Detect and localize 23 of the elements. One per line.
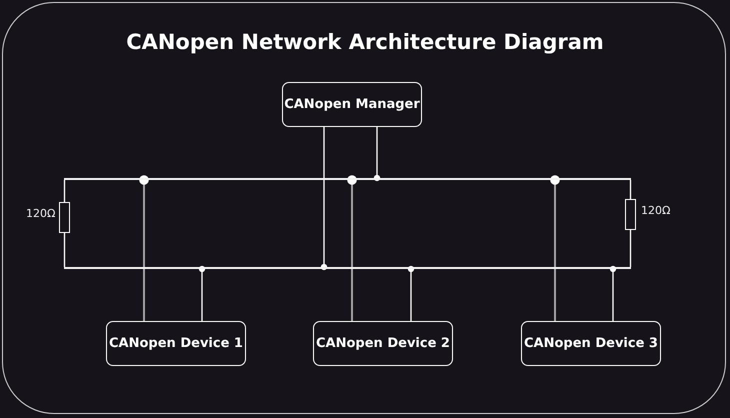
device-box: CANopen Device 1 (106, 321, 246, 366)
connector-line (374, 127, 380, 182)
connector-line (139, 175, 149, 321)
resistance-label: 120Ω (641, 204, 670, 217)
device-box: CANopen Device 3 (521, 321, 661, 366)
bus-line (64, 267, 631, 269)
connector-line (347, 175, 357, 321)
bus-line (64, 178, 631, 180)
connector-line (64, 233, 66, 267)
resistor-symbol (59, 202, 70, 233)
device-box: CANopen Manager (282, 82, 422, 127)
connector-line (320, 127, 328, 270)
connector-line (64, 180, 66, 202)
connector-line (550, 175, 560, 321)
connector-line (408, 266, 414, 321)
device-box: CANopen Device 2 (313, 321, 453, 366)
resistance-label: 120Ω (26, 207, 56, 220)
connector-line (610, 266, 616, 321)
connector-line (630, 180, 632, 199)
diagram-title: CANopen Network Architecture Diagram (125, 30, 605, 54)
resistor-symbol (625, 199, 636, 230)
connector-line (630, 230, 632, 267)
connector-line (198, 266, 206, 321)
